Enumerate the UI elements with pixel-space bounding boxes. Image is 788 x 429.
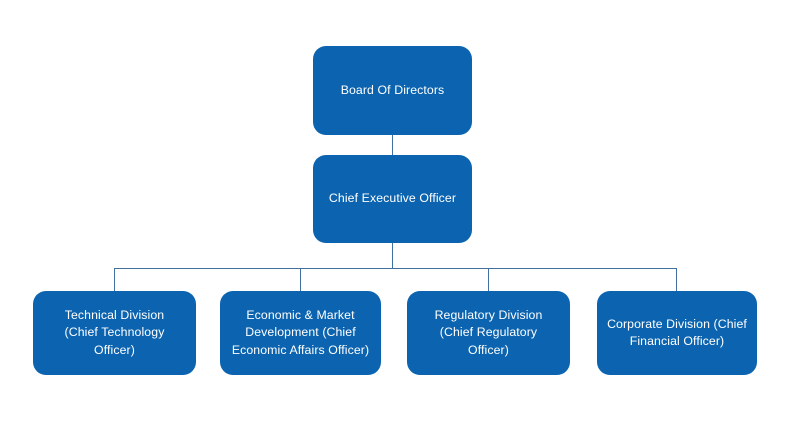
connector-ceo-stem	[392, 243, 393, 268]
connector-drop-corporate	[676, 268, 677, 291]
node-corporate-division[interactable]: Corporate Division (Chief Financial Offi…	[597, 291, 757, 375]
node-economic-market-development-label: Economic & Market Development (Chief Eco…	[231, 307, 370, 357]
node-chief-executive-officer-label: Chief Executive Officer	[328, 191, 457, 206]
connector-horizontal-bus	[114, 268, 677, 269]
node-board-of-directors[interactable]: Board Of Directors	[313, 46, 472, 135]
node-technical-division-label: Technical Division (Chief Technology Off…	[64, 307, 165, 357]
node-economic-market-development[interactable]: Economic & Market Development (Chief Eco…	[220, 291, 381, 375]
connector-drop-economic	[300, 268, 301, 291]
connector-drop-regulatory	[488, 268, 489, 291]
node-regulatory-division[interactable]: Regulatory Division (Chief Regulatory Of…	[407, 291, 570, 375]
node-board-of-directors-label: Board Of Directors	[340, 82, 445, 97]
node-technical-division[interactable]: Technical Division (Chief Technology Off…	[33, 291, 196, 375]
node-chief-executive-officer[interactable]: Chief Executive Officer	[313, 155, 472, 243]
node-regulatory-division-label: Regulatory Division (Chief Regulatory Of…	[434, 307, 543, 357]
connector-drop-technical	[114, 268, 115, 291]
node-corporate-division-label: Corporate Division (Chief Financial Offi…	[607, 316, 747, 348]
connector-board-to-ceo	[392, 135, 393, 155]
